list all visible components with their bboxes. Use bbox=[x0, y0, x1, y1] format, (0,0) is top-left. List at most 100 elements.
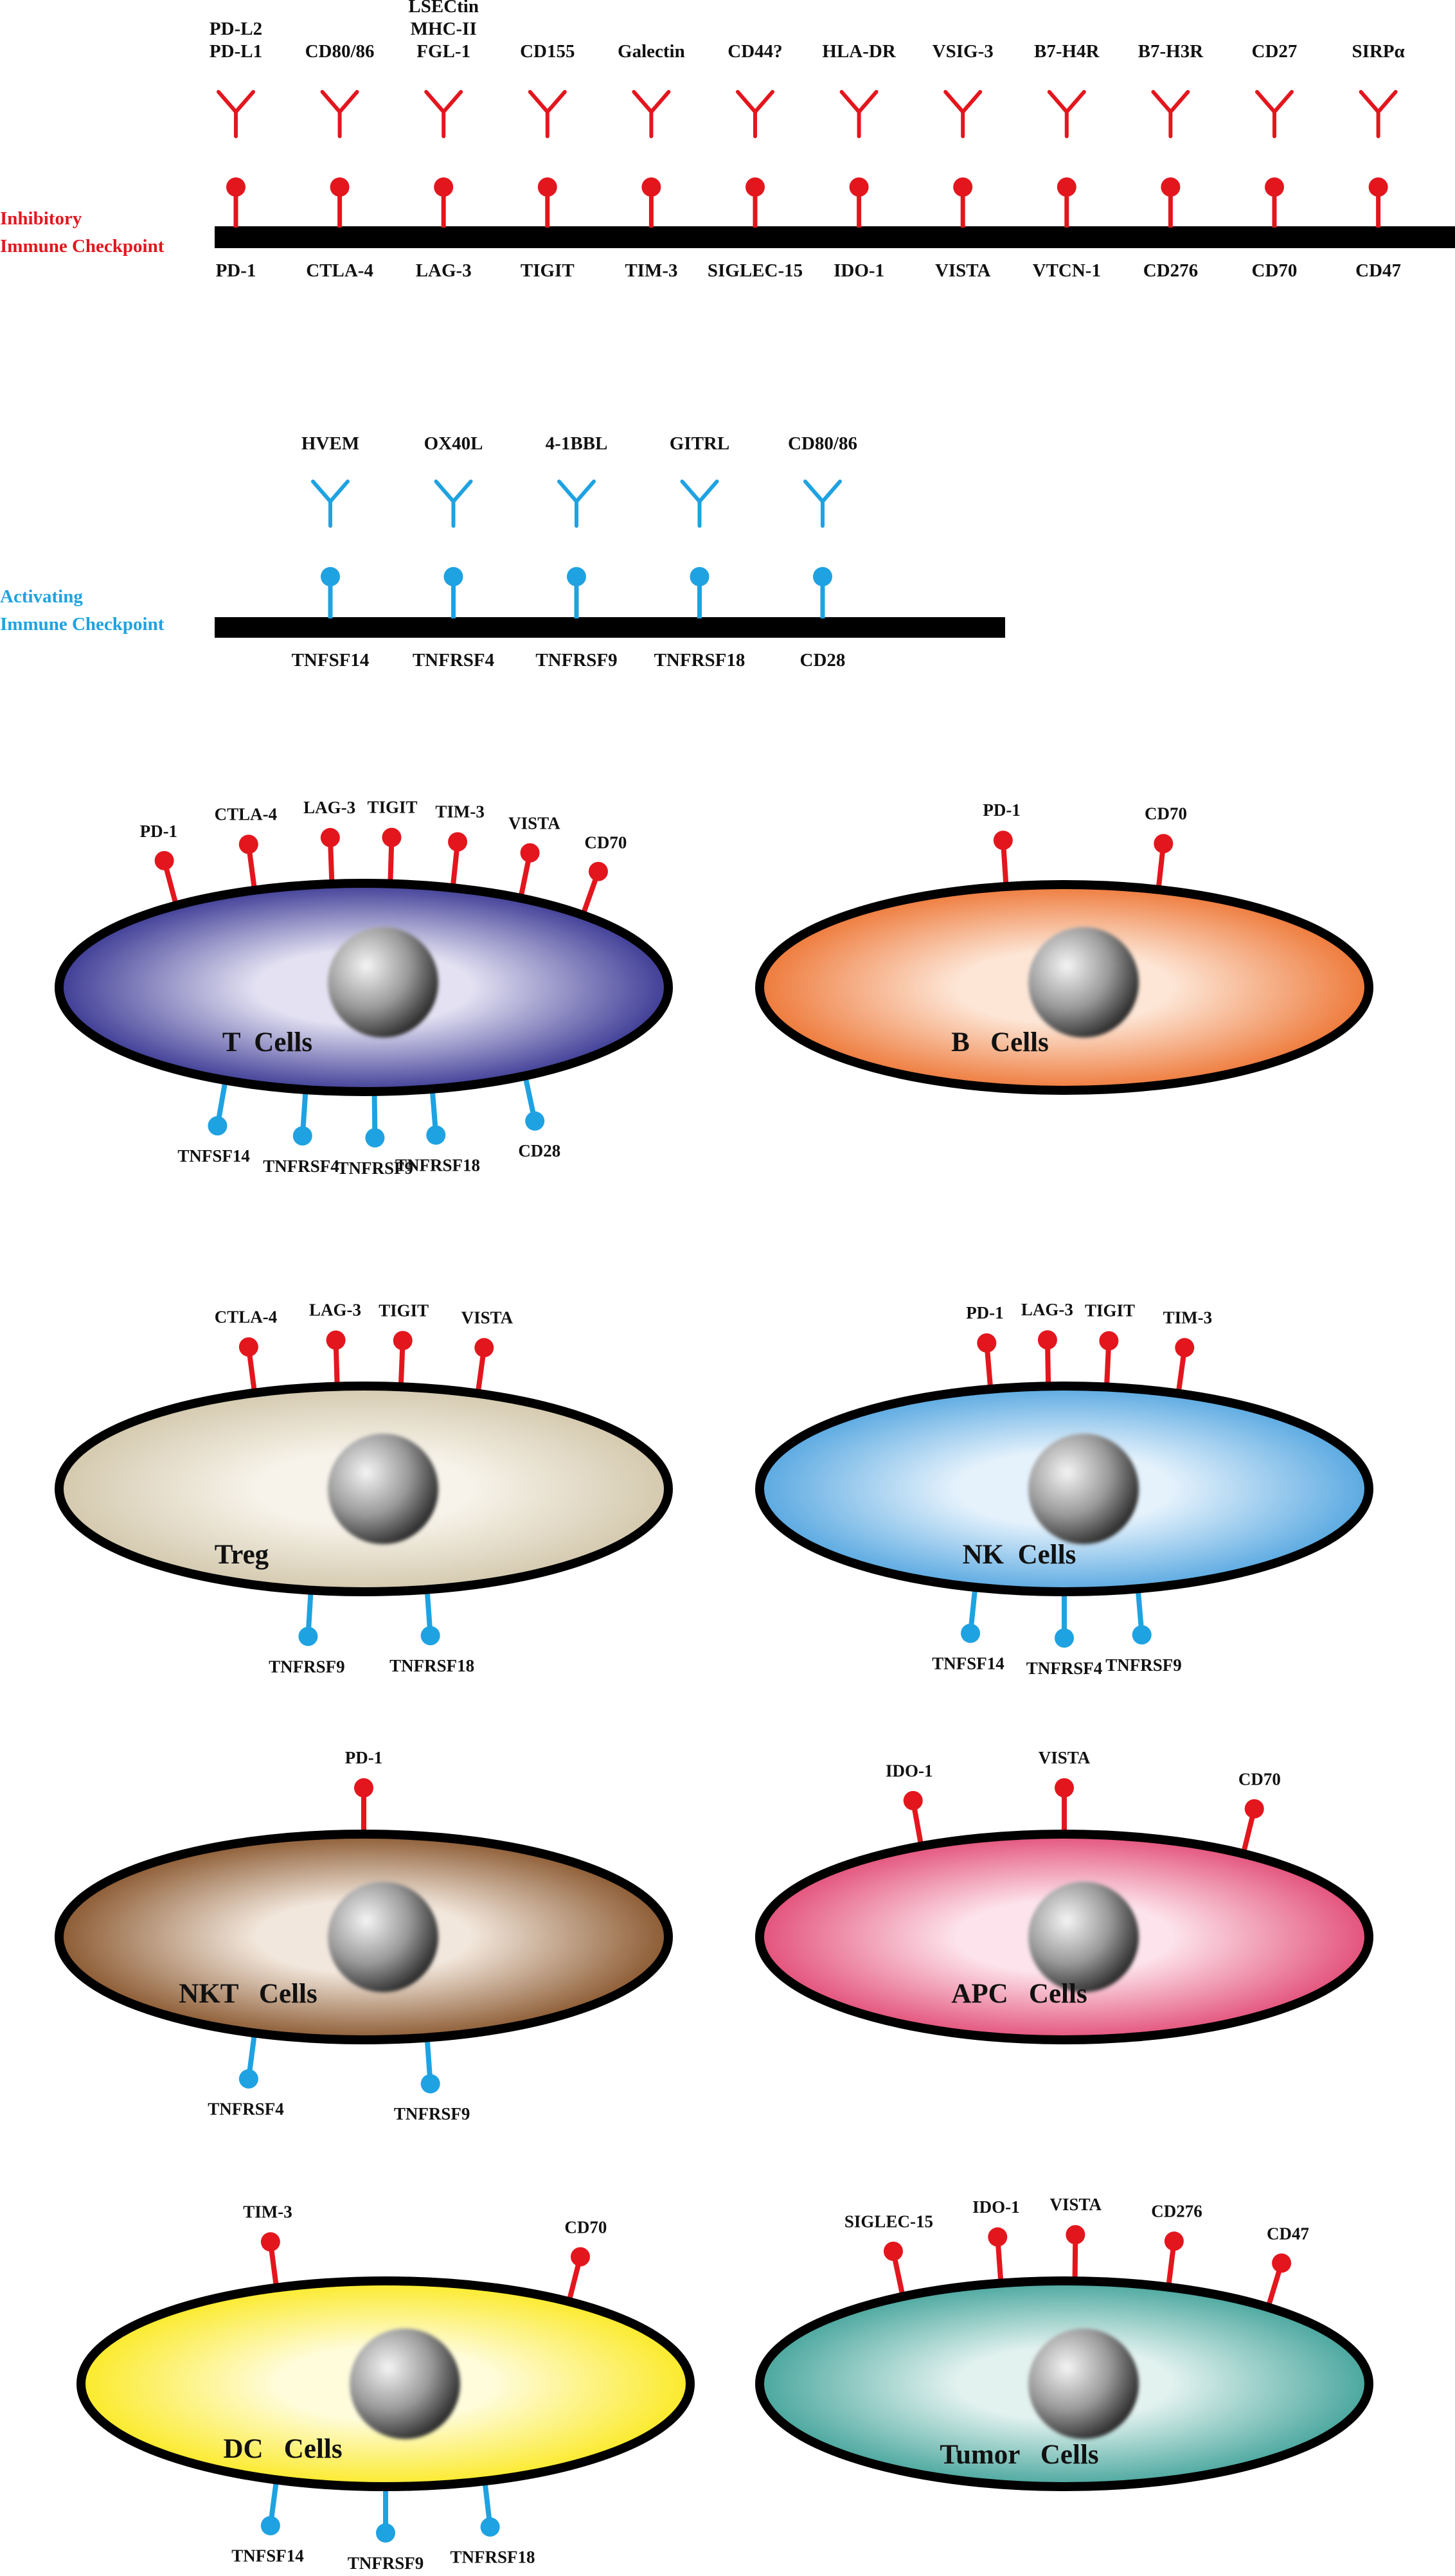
activating-membrane-bar bbox=[215, 617, 1005, 638]
inhibitory-pair: B7-H4R VTCN-1 bbox=[1033, 41, 1101, 281]
receptor-label: CD28 bbox=[800, 650, 846, 671]
receptor-lollipop bbox=[849, 177, 869, 228]
inhibitory-receptor-label: TIM-3 bbox=[435, 802, 485, 822]
inhibitory-receptor-lollipop bbox=[382, 827, 402, 884]
inhibitory-receptor-lollipop bbox=[1037, 1330, 1057, 1387]
activating-receptor-lollipop bbox=[420, 2037, 440, 2094]
receptor-lollipop bbox=[321, 567, 340, 618]
receptor-lollipop bbox=[641, 177, 661, 228]
inhibitory-receptor-label: CTLA-4 bbox=[215, 1308, 278, 1327]
activating-receptor-label: TNFSF14 bbox=[932, 1653, 1004, 1673]
activating-receptor-label: TNFRSF9 bbox=[348, 2553, 424, 2573]
ligand-label: PD-L2 bbox=[210, 19, 262, 39]
receptor-lollipop bbox=[1161, 177, 1181, 228]
ligand-label: CD80/86 bbox=[305, 41, 375, 62]
inhibitory-receptor-label: CD70 bbox=[584, 833, 627, 852]
inhibitory-receptor-label: VISTA bbox=[1050, 2195, 1102, 2214]
inhibitory-receptor-lollipop bbox=[238, 1337, 258, 1394]
inhibitory-receptor-lollipop bbox=[988, 2227, 1008, 2283]
activating-receptor-label: TNFRSF18 bbox=[389, 1656, 474, 1675]
receptor-label: LAG-3 bbox=[416, 260, 472, 281]
inhibitory-receptor-lollipop bbox=[448, 832, 468, 888]
ligand-y-icon bbox=[424, 89, 463, 138]
activating-receptor-label: TNFSF14 bbox=[231, 2546, 304, 2565]
activating-receptor-lollipop bbox=[260, 2479, 280, 2535]
inhibitory-receptor-label: CTLA-4 bbox=[215, 805, 278, 824]
activating-receptor-label: TNFRSF4 bbox=[1026, 1659, 1103, 1678]
inhibitory-receptor-lollipop bbox=[238, 834, 258, 891]
ligand-label: B7-H4R bbox=[1034, 41, 1100, 62]
ligand-y-icon bbox=[217, 89, 255, 138]
receptor-lollipop bbox=[745, 177, 765, 228]
inhibitory-receptor-label: PD-1 bbox=[140, 822, 177, 841]
inhibitory-receptor-lollipop bbox=[1240, 1799, 1264, 1855]
inhibitory-receptor-label: PD-1 bbox=[983, 800, 1020, 820]
ligand-y-icon bbox=[311, 479, 350, 528]
receptor-lollipop bbox=[690, 567, 710, 618]
receptor-label: TNFRSF4 bbox=[413, 650, 494, 671]
activating-receptor-label: TNFSF14 bbox=[177, 1146, 250, 1166]
activating-pair: GITRL TNFRSF18 bbox=[654, 433, 745, 671]
ligand-y-icon bbox=[434, 479, 473, 528]
inhibitory-pair: CD44?SIGLEC-15 bbox=[708, 41, 803, 281]
ligand-y-icon bbox=[557, 479, 596, 528]
inhibitory-receptor-lollipop bbox=[326, 1330, 346, 1387]
inhibitory-receptor-lollipop bbox=[393, 1331, 413, 1387]
activating-label-line2: Immune Checkpoint bbox=[0, 614, 165, 635]
receptor-label: TNFRSF18 bbox=[654, 650, 745, 671]
activating-receptor-label: TNFRSF4 bbox=[263, 1157, 339, 1176]
activating-receptor-lollipop bbox=[208, 1079, 228, 1136]
inhibitory-receptor-label: IDO-1 bbox=[972, 2197, 1020, 2217]
activating-receptor-label: TNFRSF9 bbox=[337, 1158, 414, 1178]
ligand-label: 4-1BBL bbox=[546, 433, 608, 454]
inhibitory-label-line2: Immune Checkpoint bbox=[0, 236, 165, 257]
inhibitory-receptor-lollipop bbox=[1154, 834, 1174, 890]
receptor-lollipop bbox=[434, 177, 454, 228]
receptor-label: IDO-1 bbox=[834, 260, 884, 281]
inhibitory-receptor-label: LAG-3 bbox=[303, 798, 355, 817]
inhibitory-receptor-lollipop bbox=[518, 843, 540, 899]
inhibitory-receptor-lollipop bbox=[1055, 1778, 1074, 1834]
cell-name: Treg bbox=[215, 1540, 269, 1570]
inhibitory-checkpoint-panel: Inhibitory Immune Checkpoint PD-L2PD-L1P… bbox=[0, 0, 1455, 281]
inhibitory-receptor-label: LAG-3 bbox=[1021, 1300, 1073, 1319]
activating-receptor-lollipop bbox=[292, 1089, 312, 1146]
cell-nucleus bbox=[328, 927, 438, 1038]
ligand-y-icon bbox=[1151, 89, 1190, 138]
activating-receptor-lollipop bbox=[376, 2487, 395, 2543]
receptor-label: TNFSF14 bbox=[292, 650, 370, 671]
inhibitory-receptor-label: PD-1 bbox=[966, 1303, 1003, 1322]
receptor-label: TIM-3 bbox=[625, 260, 677, 281]
receptor-lollipop bbox=[443, 567, 463, 618]
cell-nucleus bbox=[1028, 1434, 1139, 1544]
inhibitory-receptor-label: TIM-3 bbox=[1163, 1308, 1213, 1328]
inhibitory-membrane-bar bbox=[215, 226, 1455, 248]
receptor-label: VTCN-1 bbox=[1033, 260, 1101, 281]
inhibitory-receptor-lollipop bbox=[354, 1778, 373, 1834]
activating-receptor-lollipop bbox=[480, 2480, 500, 2537]
inhibitory-receptor-label: CD47 bbox=[1267, 2224, 1309, 2244]
inhibitory-receptor-lollipop bbox=[1066, 2225, 1085, 2282]
ligand-y-icon bbox=[1359, 89, 1398, 138]
receptor-label: CD70 bbox=[1252, 260, 1298, 281]
inhibitory-receptor-lollipop bbox=[977, 1333, 997, 1390]
ligand-label: GITRL bbox=[670, 433, 729, 454]
cell-name: NK Cells bbox=[963, 1540, 1076, 1570]
ligand-label: PD-L1 bbox=[210, 41, 262, 62]
inhibitory-receptor-lollipop bbox=[903, 1790, 924, 1847]
inhibitory-label-line1: Inhibitory bbox=[0, 208, 82, 229]
inhibitory-receptor-label: VISTA bbox=[508, 813, 560, 833]
ligand-label: LSECtin bbox=[408, 0, 479, 17]
